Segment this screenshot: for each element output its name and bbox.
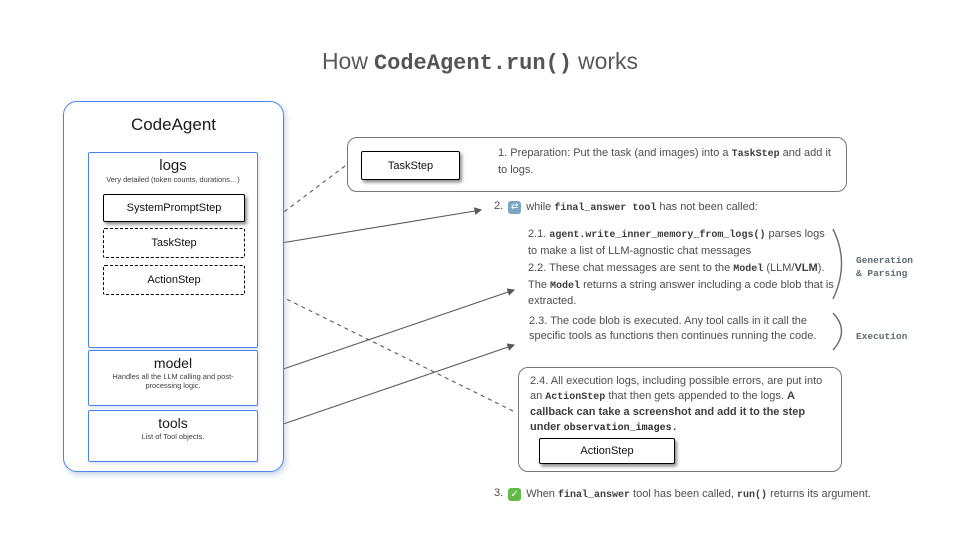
step2-row: 2. ⇄ while final_answer tool has not bee… [494, 200, 854, 217]
taskstep-log-chip: TaskStep [103, 228, 245, 258]
taskstep-log-label: TaskStep [151, 237, 197, 249]
actionstep-chip-label: ActionStep [580, 445, 634, 457]
tools-label: tools [158, 415, 188, 431]
step3-text: When final_answer tool has been called, … [526, 488, 871, 501]
step24-text: 2.4. All execution logs, including possi… [530, 375, 823, 434]
step24-box: 2.4. All execution logs, including possi… [518, 367, 842, 472]
systemprompt-step-chip: SystemPromptStep [103, 194, 245, 222]
codeagent-box: CodeAgent logs Very detailed (token coun… [63, 101, 284, 472]
logs-box: logs Very detailed (token counts, durati… [88, 152, 258, 348]
execution-label: Execution [856, 331, 908, 342]
step1-box: TaskStep 1. Preparation: Put the task (a… [347, 137, 847, 192]
actionstep-chip: ActionStep [539, 438, 675, 464]
title-prefix: How [321, 48, 368, 74]
step2-text: while final_answer tool has not been cal… [526, 201, 758, 214]
systemprompt-step-label: SystemPromptStep [126, 202, 222, 214]
taskstep-chip: TaskStep [361, 151, 460, 180]
check-icon: ✓ [508, 488, 522, 501]
generation-parsing-label: Generation & Parsing [856, 255, 914, 279]
logs-subtitle: Very detailed (token counts, durations…) [106, 175, 240, 184]
model-box: model Handles all the LLM calling and po… [88, 350, 258, 406]
actionstep-log-label: ActionStep [147, 274, 201, 286]
model-label: model [153, 355, 193, 371]
step2-number: 2. [494, 200, 504, 212]
step3-row: 3. ✓ When final_answer tool has been cal… [494, 487, 934, 504]
arrow-step24-to-actionstep [250, 281, 514, 412]
step23-text: 2.3. The code blob is executed. Any tool… [529, 315, 817, 342]
step1-text: 1. Preparation: Put the task (and images… [498, 147, 831, 176]
actionstep-log-chip: ActionStep [103, 265, 245, 295]
arrow-logs-to-step2 [256, 207, 483, 248]
taskstep-chip-label: TaskStep [387, 159, 434, 172]
tools-subtitle: List of Tool objects. [141, 432, 205, 441]
arrow-model-step22 [258, 288, 516, 379]
title-suffix: works [578, 48, 639, 74]
step21-text: 2.1. agent.write_inner_memory_from_logs(… [528, 228, 825, 257]
arrow-tools-step23 [258, 343, 516, 434]
logs-label: logs [159, 157, 187, 174]
codeagent-label: CodeAgent [130, 115, 217, 134]
step3-number: 3. [494, 487, 504, 499]
repeat-icon: ⇄ [508, 201, 522, 214]
step22-text: 2.2. These chat messages are sent to the… [528, 262, 834, 307]
model-subtitle: Handles all the LLM calling and post-pro… [112, 372, 234, 390]
title-code: CodeAgent.run() [373, 51, 572, 76]
group-paren-generation [832, 228, 843, 300]
tools-box: tools List of Tool objects. [88, 410, 258, 462]
